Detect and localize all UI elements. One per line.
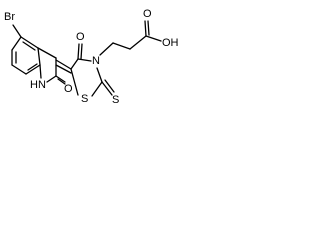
bond-exocyclic-b (55, 64, 72, 74)
atom-s-ring: S (81, 93, 88, 105)
atom-nh: HN (30, 79, 46, 91)
bond-thione-a (101, 81, 113, 96)
bond-benzene-1 (11, 36, 22, 51)
bond-c4-n3 (77, 58, 92, 62)
bonds (11, 20, 162, 97)
atom-s-thione: S (112, 94, 119, 106)
bond-benzene-inner-2 (27, 63, 38, 71)
bond-acid-o-b (147, 20, 150, 36)
bond-c3a-c3 (37, 47, 57, 59)
bond-ch2-cooh (129, 35, 147, 50)
bond-c4-o-b (80, 43, 83, 60)
bond-c7a-n1 (39, 64, 42, 79)
bond-exocyclic-a (55, 59, 72, 70)
bond-benzene-inner-3 (22, 41, 36, 51)
bond-benzene-3 (11, 64, 27, 75)
bond-ch2-ch2 (112, 42, 131, 50)
atom-n-ring: N (92, 55, 100, 67)
atom-o-acid-carbonyl: O (143, 8, 152, 20)
bond-n3-c2t (96, 67, 103, 83)
bond-benzene-6 (20, 36, 39, 49)
chemical-structure: Br HN O O N S S O OH (4, 8, 179, 106)
bond-c2t-s1 (91, 81, 103, 97)
bond-n3-ch2 (99, 42, 114, 56)
bond-acid-o-a (144, 20, 147, 37)
bond-n1-c2 (46, 75, 57, 83)
bond-c4-o-a (77, 43, 80, 60)
atom-labels: Br HN O O N S S O OH (4, 8, 179, 106)
atom-o-lactam: O (64, 83, 73, 95)
bond-thione-b (104, 79, 115, 93)
bond-cooh-oh (145, 35, 162, 42)
atom-br: Br (4, 11, 15, 23)
bond-benzene-4 (25, 64, 41, 75)
bond-c5-c4 (70, 58, 79, 70)
bond-benzene-5 (37, 47, 41, 66)
atom-o-ring-carbonyl: O (76, 31, 85, 43)
bond-c2-o-a (55, 75, 66, 83)
bond-s1-c5 (70, 68, 79, 96)
bond-br-c5 (12, 24, 22, 38)
atom-oh-acid: OH (162, 37, 179, 49)
bond-c2-o-b (57, 78, 66, 85)
